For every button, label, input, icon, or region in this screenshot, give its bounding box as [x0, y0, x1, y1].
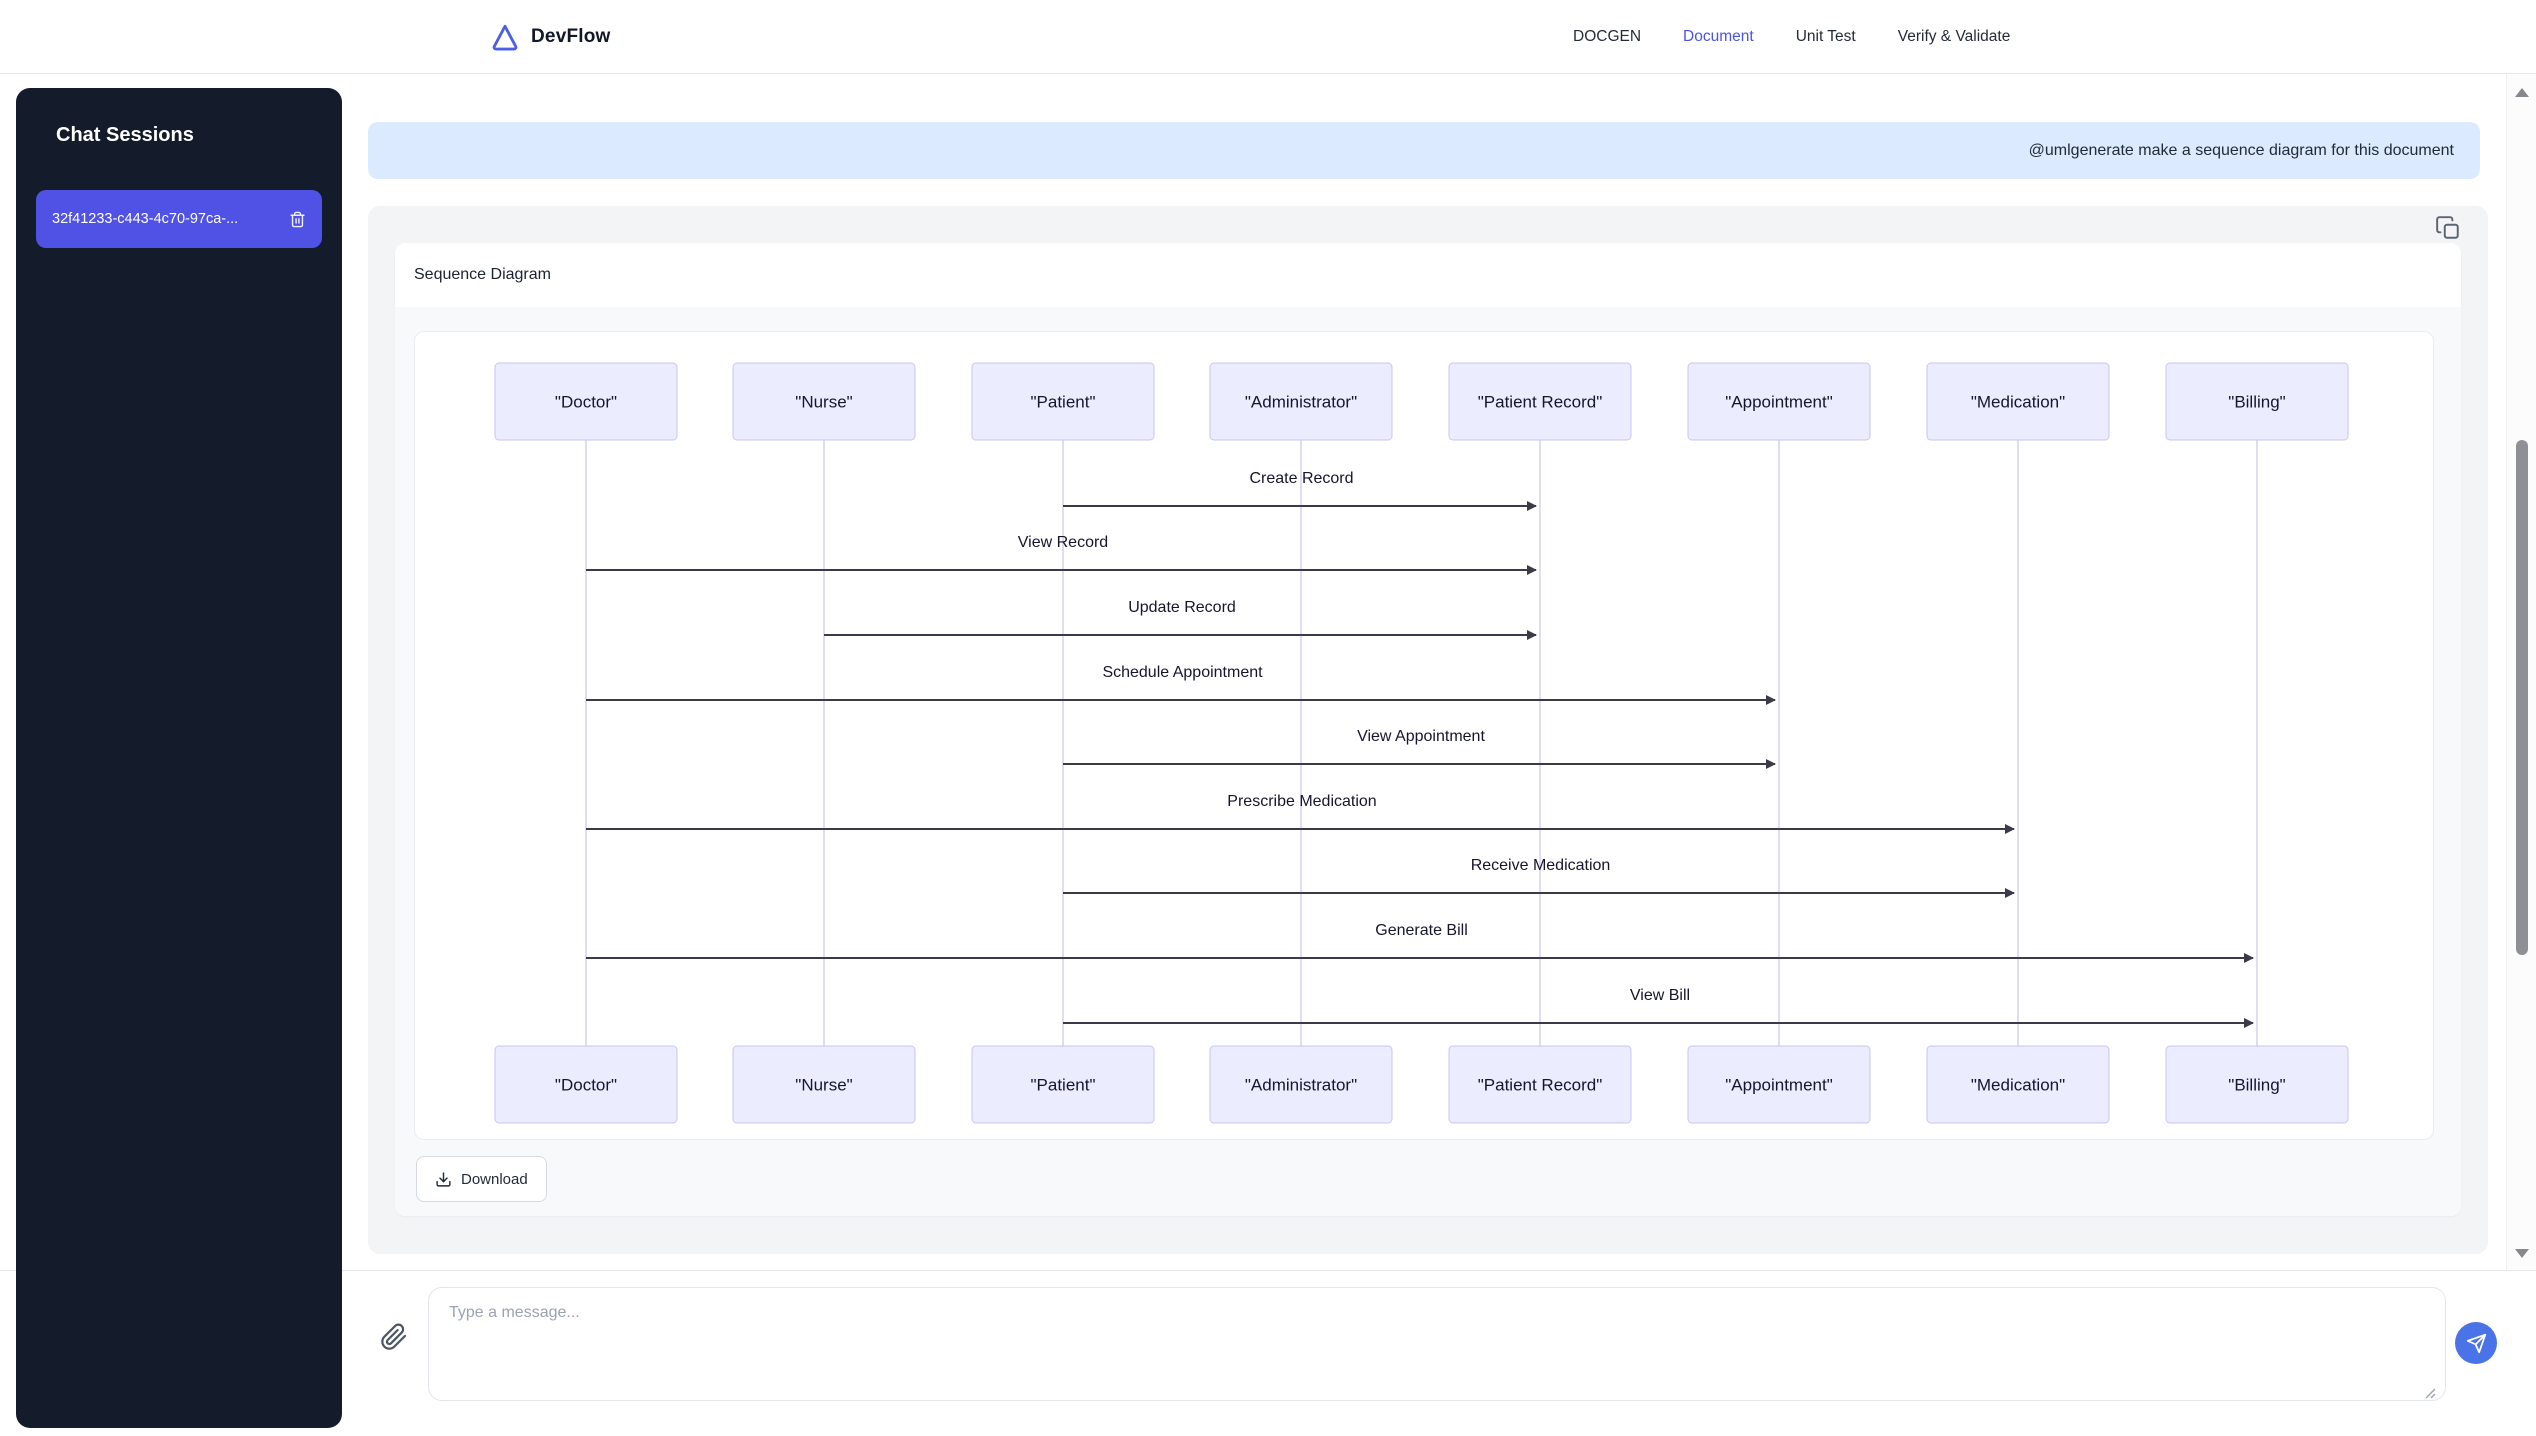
- nav-item-unit-test[interactable]: Unit Test: [1795, 27, 1856, 45]
- actor-box: "Patient Record": [1448, 362, 1632, 441]
- nav-item-docgen[interactable]: DOCGEN: [1573, 27, 1642, 45]
- actor-label: "Appointment": [1725, 1076, 1833, 1095]
- actor-box: "Patient Record": [1448, 1045, 1632, 1124]
- scrollbar-thumb[interactable]: [2516, 440, 2528, 955]
- user-message-text: @umlgenerate make a sequence diagram for…: [2028, 141, 2454, 159]
- message-label: Update Record: [1128, 599, 1236, 616]
- actor-label: "Medication": [1971, 1076, 2065, 1095]
- message-label: Create Record: [1249, 470, 1353, 487]
- message-label: View Bill: [1630, 987, 1690, 1004]
- sidebar-title: Chat Sessions: [56, 124, 194, 146]
- user-message-bubble: @umlgenerate make a sequence diagram for…: [368, 122, 2480, 179]
- actor-box: "Patient": [971, 1045, 1155, 1124]
- card-title: Sequence Diagram: [395, 243, 2461, 308]
- actor-label: "Doctor": [555, 393, 617, 412]
- sequence-diagram-svg: "Doctor" "Doctor" "Nurse" "Nurse" "Patient" "…: [494, 362, 2349, 1124]
- actor-box: "Medication": [1926, 1045, 2110, 1124]
- copy-icon: [2436, 216, 2459, 239]
- resize-handle[interactable]: [2424, 1387, 2436, 1399]
- sequence-diagram-panel: "Doctor" "Doctor" "Nurse" "Nurse" "Patient" "…: [414, 331, 2434, 1140]
- actor-box: "Nurse": [732, 1045, 916, 1124]
- message-label: Generate Bill: [1375, 922, 1468, 939]
- sequence-diagram-card: Sequence Diagram "Doctor" "Doctor" "Nurse"…: [395, 243, 2461, 1216]
- brand[interactable]: DevFlow: [490, 0, 611, 73]
- actor-box: "Administrator": [1209, 1045, 1393, 1124]
- assistant-message: Sequence Diagram "Doctor" "Doctor" "Nurse"…: [368, 206, 2488, 1254]
- message-label: Receive Medication: [1471, 857, 1611, 874]
- actor-box: "Medication": [1926, 362, 2110, 441]
- nav-item-verify-validate[interactable]: Verify & Validate: [1897, 27, 2011, 45]
- actor-box: "Patient": [971, 362, 1155, 441]
- actor-box: "Doctor": [494, 362, 678, 441]
- actor-box: "Billing": [2165, 362, 2349, 441]
- message-label: View Record: [1018, 534, 1108, 551]
- download-button[interactable]: Download: [416, 1156, 547, 1202]
- send-button[interactable]: [2455, 1322, 2497, 1364]
- actor-label: "Patient Record": [1478, 1076, 1603, 1095]
- nav-item-document[interactable]: Document: [1683, 27, 1754, 45]
- actor-label: "Billing": [2228, 1076, 2285, 1095]
- actor-label: "Administrator": [1245, 393, 1357, 412]
- actor-box: "Billing": [2165, 1045, 2349, 1124]
- top-header: DevFlow DOCGEN Document Unit Test Verify…: [0, 0, 2536, 74]
- attach-button[interactable]: [380, 1323, 410, 1353]
- actor-label: "Patient": [1031, 393, 1096, 412]
- actor-label: "Patient Record": [1478, 393, 1603, 412]
- actor-box: "Appointment": [1687, 1045, 1871, 1124]
- message-label: View Appointment: [1357, 728, 1485, 745]
- send-icon: [2466, 1333, 2486, 1353]
- actor-label: "Nurse": [795, 393, 852, 412]
- session-label: 32f41233-c443-4c70-97ca-...: [52, 211, 239, 227]
- card-body: "Doctor" "Doctor" "Nurse" "Nurse" "Patient" "…: [395, 307, 2461, 1216]
- chat-sessions-sidebar: Chat Sessions 32f41233-c443-4c70-97ca-..…: [16, 88, 342, 1428]
- actor-label: "Administrator": [1245, 1076, 1357, 1095]
- composer-footer: [0, 1270, 2536, 1436]
- download-label: Download: [461, 1170, 528, 1188]
- download-icon: [436, 1171, 451, 1187]
- message-label: Prescribe Medication: [1227, 793, 1376, 810]
- main-nav: DOCGEN Document Unit Test Verify & Valid…: [1573, 0, 2010, 73]
- session-item[interactable]: 32f41233-c443-4c70-97ca-...: [36, 190, 322, 248]
- actor-label: "Doctor": [555, 1076, 617, 1095]
- actor-label: "Billing": [2228, 393, 2285, 412]
- brand-name: DevFlow: [531, 25, 611, 47]
- message-label: Schedule Appointment: [1102, 664, 1263, 681]
- actor-box: "Administrator": [1209, 362, 1393, 441]
- scroll-down-arrow[interactable]: [2515, 1249, 2529, 1258]
- actor-label: "Nurse": [795, 1076, 852, 1095]
- actor-label: "Appointment": [1725, 393, 1833, 412]
- copy-button[interactable]: [2434, 214, 2462, 242]
- scroll-up-arrow[interactable]: [2515, 88, 2529, 97]
- actor-label: "Medication": [1971, 393, 2065, 412]
- message-input[interactable]: [428, 1287, 2446, 1401]
- actor-box: "Appointment": [1687, 362, 1871, 441]
- actor-box: "Doctor": [494, 1045, 678, 1124]
- trash-icon[interactable]: [289, 211, 306, 228]
- actor-box: "Nurse": [732, 362, 916, 441]
- actor-label: "Patient": [1031, 1076, 1096, 1095]
- vertical-scrollbar: [2506, 74, 2536, 1270]
- logo-triangle-icon: [492, 24, 518, 50]
- paperclip-icon: [381, 1323, 407, 1350]
